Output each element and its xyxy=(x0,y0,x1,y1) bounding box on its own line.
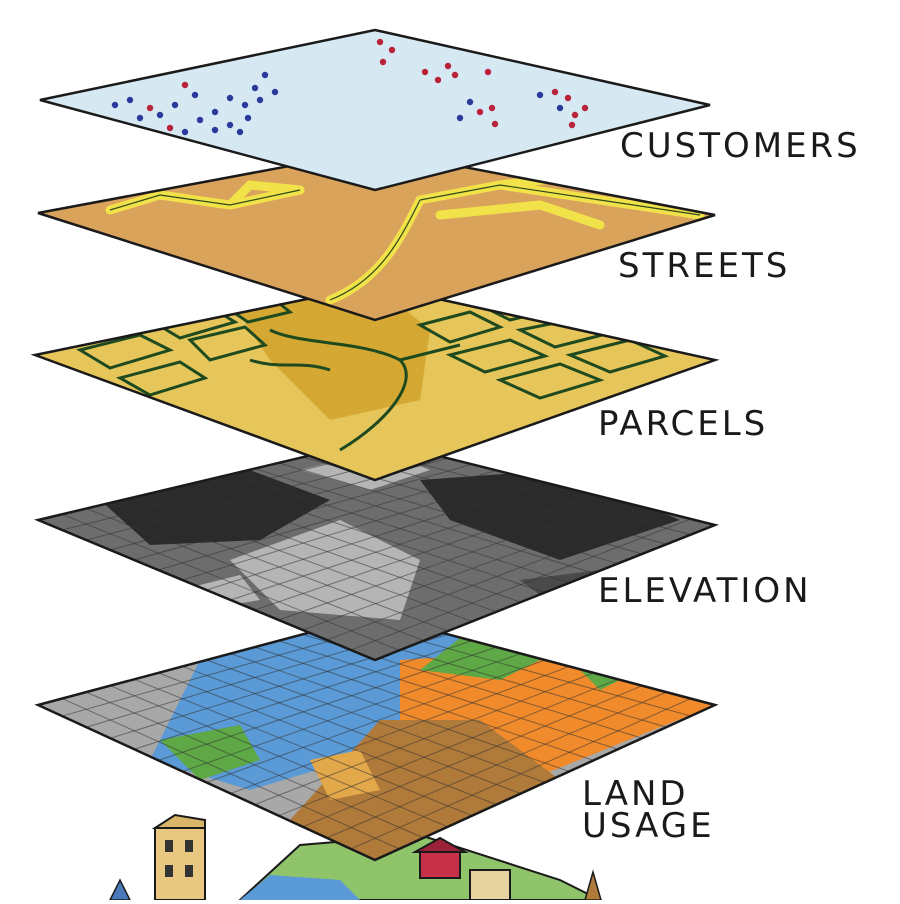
city-river xyxy=(240,875,360,900)
customer-point xyxy=(111,101,119,109)
grid-line xyxy=(230,653,570,772)
customer-points xyxy=(111,38,589,136)
customer-point xyxy=(466,98,474,106)
customer-point xyxy=(451,71,459,79)
customer-point xyxy=(241,101,249,109)
customer-point xyxy=(551,88,559,96)
customer-point xyxy=(196,116,204,124)
street-edges xyxy=(109,184,701,301)
grid-line xyxy=(254,468,594,574)
label-parcels: PARCELS xyxy=(598,404,769,444)
customer-point xyxy=(476,108,484,116)
layer-customers xyxy=(39,28,711,192)
customer-point xyxy=(484,68,492,76)
city-tree-brown xyxy=(584,869,602,901)
customer-point xyxy=(581,104,589,112)
grid-line xyxy=(326,512,667,641)
city-tower-window xyxy=(165,840,173,852)
customer-point xyxy=(191,91,199,99)
customer-point xyxy=(244,114,252,122)
customer-point xyxy=(211,126,219,134)
customer-point xyxy=(271,88,279,96)
customer-point xyxy=(211,108,219,116)
grid-line xyxy=(350,518,691,651)
customer-point xyxy=(146,104,154,112)
label-elevation: ELEVATION xyxy=(598,571,812,611)
customer-point xyxy=(256,96,264,104)
customer-point xyxy=(488,104,496,112)
city-tower-roof xyxy=(151,813,206,829)
city-red-house-roof xyxy=(411,836,469,853)
label-customers: CUSTOMERS xyxy=(620,126,861,166)
customer-point xyxy=(181,128,189,136)
grid-line xyxy=(326,691,667,839)
city-tower-window xyxy=(185,840,193,852)
customer-point xyxy=(226,94,234,102)
grid-line xyxy=(230,488,570,601)
customer-point xyxy=(456,114,464,122)
customer-point xyxy=(261,71,269,79)
city-tower-window xyxy=(185,865,193,877)
customer-point xyxy=(568,121,576,129)
customer-point xyxy=(434,76,442,84)
customer-point xyxy=(564,94,572,102)
grid-line xyxy=(302,506,643,631)
customer-point xyxy=(388,46,396,54)
customer-point xyxy=(379,58,387,66)
city-tree-blue xyxy=(108,878,132,901)
city-tower xyxy=(154,827,206,901)
customer-point xyxy=(156,111,164,119)
grid-line xyxy=(278,462,618,565)
label-streets: STREETS xyxy=(618,246,791,286)
grid-line xyxy=(230,665,570,795)
grid-line xyxy=(278,500,619,621)
grid-line xyxy=(350,698,691,850)
customer-point xyxy=(136,114,144,122)
customer-point xyxy=(251,84,259,92)
customer-point xyxy=(571,111,579,119)
customer-point xyxy=(556,104,564,112)
city-red-house xyxy=(419,851,461,879)
customer-point xyxy=(444,62,452,70)
city-house xyxy=(469,869,511,901)
customer-point xyxy=(171,101,179,109)
grid-line xyxy=(254,646,594,761)
grid-line xyxy=(278,640,619,750)
customer-point xyxy=(226,121,234,129)
customer-point xyxy=(166,124,174,132)
grid-line xyxy=(302,685,643,828)
customer-point xyxy=(536,91,544,99)
customer-point xyxy=(126,96,134,104)
grid-line xyxy=(230,473,570,584)
customer-point xyxy=(421,68,429,76)
customer-point xyxy=(181,81,189,89)
customer-point xyxy=(236,128,244,136)
grid-line xyxy=(278,678,619,817)
customer-point xyxy=(491,120,499,128)
grid-line xyxy=(254,494,594,611)
label-land-usage: LAND USAGE xyxy=(582,774,715,846)
city-illustration xyxy=(108,813,602,901)
grid-line xyxy=(206,659,546,783)
city-tower-window xyxy=(165,865,173,877)
grid-line xyxy=(254,672,594,806)
customer-point xyxy=(376,38,384,46)
grid-line xyxy=(206,482,546,591)
